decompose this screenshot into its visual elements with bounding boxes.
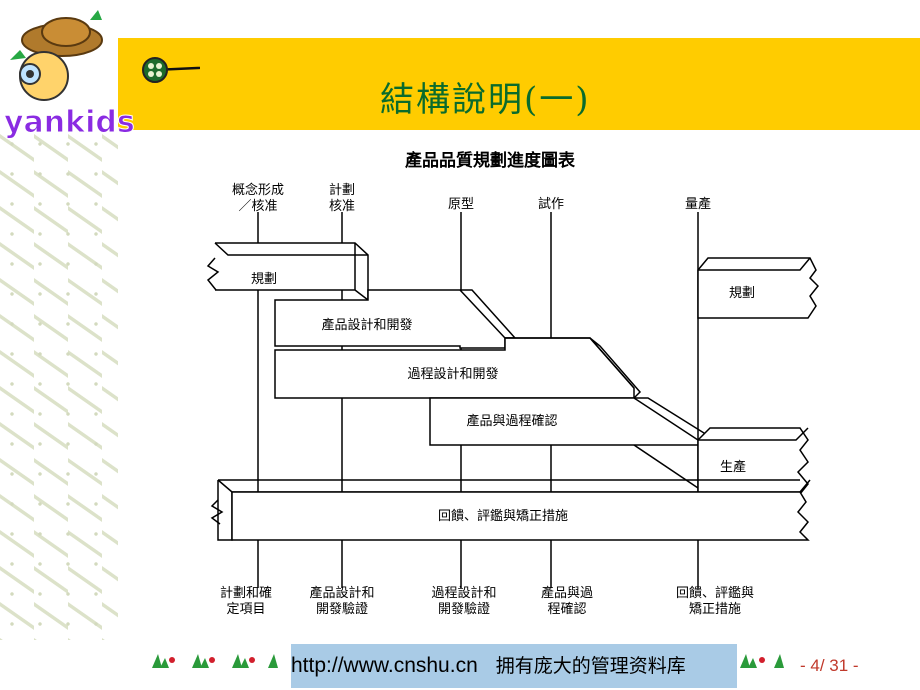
bar-feedback [231, 491, 810, 541]
bar-label-planning-right: 規劃 [729, 286, 755, 301]
stage-label-5a: 回饋、評鑑與 [676, 585, 754, 601]
phase-label-concept-1: 概念形成 [232, 182, 284, 198]
stage-label-1b: 定項目 [226, 602, 265, 617]
phase-label-pilot: 試作 [538, 196, 564, 212]
logo-graphic: yankids [4, 10, 200, 140]
bar-label-feedback: 回饋、評鑑與矯正措施 [438, 508, 568, 524]
grass-decoration [152, 654, 784, 668]
stage-label-2a: 產品設計和 [309, 585, 374, 601]
bar-label-validation: 產品與過程確認 [466, 413, 557, 429]
diagram-title: 產品品質規劃進度圖表 [405, 150, 576, 171]
title-band [118, 38, 920, 130]
bar-planning [215, 242, 369, 302]
phase-label-launch: 量產 [685, 196, 711, 212]
phase-label-prototype: 原型 [448, 197, 474, 212]
stage-label-3b: 開發驗證 [438, 601, 490, 617]
stage-label-1a: 計劃和確 [220, 585, 272, 601]
logo-wordmark: yankids [4, 105, 135, 140]
bar-label-product-design: 產品設計和開發 [321, 317, 412, 333]
page-title: 結構說明(一) [380, 80, 591, 120]
phase-label-concept-2: ／核准 [238, 199, 277, 214]
bar-label-process-design: 過程設計和開發 [407, 366, 498, 382]
bar-label-planning: 規劃 [251, 272, 277, 287]
bar-label-production: 生產 [720, 459, 746, 475]
footer-url[interactable]: http://www.cnshu.cn [291, 654, 478, 677]
stage-label-4b: 程確認 [547, 601, 586, 617]
phase-label-plan-2: 核准 [329, 199, 355, 214]
stage-label-4a: 產品與過 [541, 585, 593, 601]
stage-label-3a: 過程設計和 [431, 585, 496, 601]
bar-production [697, 427, 809, 495]
bar-planning-right [697, 257, 820, 319]
phase-label-plan-1: 計劃 [329, 182, 355, 198]
page-number: - 4/ 31 - [800, 656, 859, 675]
background-pattern [0, 130, 118, 640]
footer-tagline: 拥有庞大的管理资料库 [495, 655, 686, 677]
footer-banner: http://www.cnshu.cn 拥有庞大的管理资料库 [291, 644, 737, 688]
stage-label-2b: 開發驗證 [316, 601, 368, 617]
stage-label-5b: 矯正措施 [689, 602, 741, 617]
